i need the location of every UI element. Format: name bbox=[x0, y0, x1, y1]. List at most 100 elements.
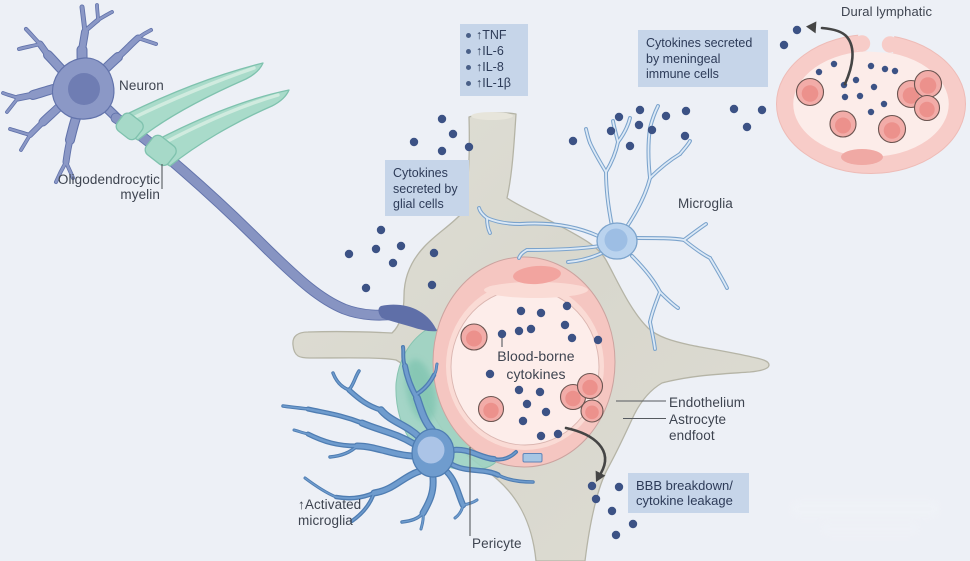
cytokine-list-item: ↑IL-6 bbox=[466, 44, 522, 60]
endothelium-label: Endothelium bbox=[669, 395, 746, 410]
dural-arrow bbox=[820, 26, 854, 86]
neuron-dendrite bbox=[54, 160, 68, 184]
arrows bbox=[564, 21, 854, 482]
dural-lymphatic-vessel bbox=[776, 24, 966, 174]
cytokine-dot bbox=[437, 114, 447, 124]
cytokine-dot bbox=[815, 68, 823, 76]
microglia-branch bbox=[526, 245, 601, 251]
microglia-branch bbox=[486, 217, 491, 234]
activated-microglia-branch bbox=[400, 511, 425, 524]
microglia-label: Microglia bbox=[678, 196, 733, 211]
tight-junction bbox=[522, 453, 543, 463]
activated-microglia-nucleus bbox=[417, 436, 445, 464]
neuron-dendrite bbox=[96, 10, 114, 22]
neuron-dendrite bbox=[63, 137, 73, 165]
activated-microglia-branch bbox=[493, 451, 517, 461]
activated-microglia-branch bbox=[359, 420, 417, 447]
red-blood-cell bbox=[576, 372, 604, 400]
microglia-branch bbox=[625, 177, 651, 229]
microglia-nucleus bbox=[604, 228, 628, 252]
activated-microglia-branch bbox=[335, 492, 375, 500]
microglia-branch bbox=[617, 117, 631, 143]
cytokine-dots-dural bbox=[815, 60, 899, 116]
cytokine-dots-meningeal bbox=[568, 25, 802, 151]
cytokine-dot bbox=[587, 481, 597, 491]
activated-microglia-branch bbox=[420, 512, 424, 530]
watermark-part bbox=[790, 500, 940, 518]
activated-microglia-branch bbox=[414, 395, 435, 433]
activated-microglia-branch bbox=[331, 371, 351, 392]
activated-microglia-branch bbox=[329, 445, 358, 458]
microglia-branch bbox=[649, 321, 656, 350]
activated-microglia-branch bbox=[445, 470, 465, 507]
activated-microglia-branch bbox=[354, 443, 415, 459]
bullet-icon bbox=[466, 33, 471, 39]
neuron-dendrite bbox=[84, 18, 100, 32]
neuron-nucleus bbox=[68, 73, 100, 105]
activated-microglia-branch bbox=[348, 370, 360, 391]
activated-microglia-branch bbox=[420, 475, 436, 516]
cytokine-dots-glial-upper bbox=[409, 114, 474, 156]
dural-lumen bbox=[789, 46, 953, 158]
microglia-branch bbox=[709, 257, 728, 289]
microglia-branch bbox=[605, 171, 613, 227]
activated-microglia-branch bbox=[371, 468, 423, 496]
bullet-icon bbox=[466, 64, 471, 70]
cytokine-list-item: ↑IL-1β bbox=[466, 75, 522, 91]
red-blood-cells-dural bbox=[795, 69, 943, 144]
neuron-dendrite bbox=[1, 91, 20, 100]
cytokine-list-item: ↑IL-8 bbox=[466, 60, 522, 76]
endothelial-bulge bbox=[484, 282, 588, 298]
dural-ring-cap-right bbox=[881, 36, 899, 53]
neuron-dendrite bbox=[19, 133, 32, 152]
activated-microglia-branch bbox=[462, 499, 478, 506]
red-blood-cells-vessel bbox=[460, 323, 604, 423]
dural-lymphatic-label: Dural lymphatic bbox=[841, 4, 933, 19]
neuron-dendrite bbox=[17, 42, 42, 51]
activated-microglia-branch bbox=[433, 363, 438, 376]
watermark bbox=[790, 500, 940, 536]
activated-microglia-branch bbox=[449, 462, 500, 477]
activated-microglia-branch bbox=[351, 492, 375, 522]
activated-microglia-branch bbox=[454, 504, 464, 519]
bullet-icon bbox=[466, 49, 471, 55]
microglia-branch bbox=[624, 176, 652, 230]
neuron-dendrite bbox=[136, 36, 158, 46]
cytokine-dot bbox=[516, 306, 526, 316]
activated-microglia-branch bbox=[304, 477, 337, 498]
activated-microglia-branch bbox=[332, 372, 350, 391]
activated-microglia-branch bbox=[401, 512, 424, 523]
microglia-branch bbox=[585, 128, 591, 144]
bbb-breakdown-box: BBB breakdown/ cytokine leakage bbox=[628, 473, 749, 513]
cytokine-dots-leaked bbox=[587, 481, 638, 540]
activated-microglia-branch bbox=[293, 429, 309, 435]
activated-microglia-cell bbox=[281, 345, 535, 531]
myelin-flap-upper-highlight bbox=[129, 66, 256, 121]
neuron-dendrite bbox=[64, 160, 75, 180]
microglia-branch bbox=[683, 239, 711, 259]
watermark-part bbox=[820, 522, 920, 536]
microglia-branch bbox=[649, 105, 659, 129]
microglia-branch bbox=[649, 291, 661, 323]
cytokine-dot bbox=[729, 104, 739, 114]
red-blood-cell bbox=[795, 77, 825, 107]
red-blood-cell bbox=[913, 69, 943, 99]
activated-microglia-branch bbox=[416, 374, 435, 395]
oligodendrocyte-myelin bbox=[115, 62, 290, 167]
neuron-dendrite bbox=[44, 51, 67, 75]
activated-microglia-branch bbox=[282, 405, 309, 410]
neuron-dendrite bbox=[24, 27, 42, 46]
dural-ring-cap-left bbox=[853, 35, 871, 52]
neuron-dendrite bbox=[79, 29, 88, 53]
neuron-dendrite bbox=[115, 35, 141, 60]
activated-microglia-branch bbox=[378, 407, 422, 440]
activated-microglia-branch bbox=[306, 432, 359, 448]
cytokine-dots-blood bbox=[485, 301, 603, 441]
cytokine-list-item: ↑TNF bbox=[466, 28, 522, 44]
dural-arrowhead bbox=[806, 21, 817, 34]
neuron-dendrite bbox=[95, 3, 100, 22]
neuron-dendrite bbox=[8, 127, 32, 137]
neuron-dendrite bbox=[5, 96, 20, 114]
